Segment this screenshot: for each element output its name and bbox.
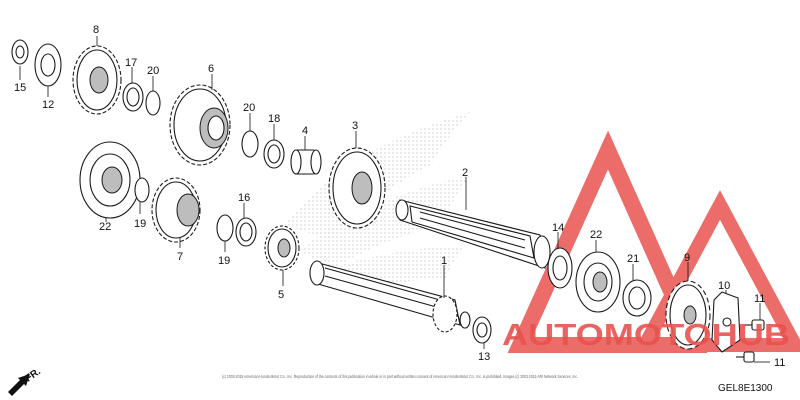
callout-20: 20 [147, 65, 159, 77]
callout-22-b: 22 [590, 229, 602, 241]
callout-15: 15 [14, 82, 26, 94]
part-14-seal[interactable] [547, 247, 573, 289]
callout-labels: 15 12 8 17 20 6 20 18 4 3 2 22 19 7 16 1… [14, 24, 785, 369]
part-1-mainshaft[interactable] [309, 260, 471, 333]
callout-19-b: 19 [218, 255, 230, 267]
part-11-bolt-b[interactable] [736, 351, 755, 363]
part-19-circlip[interactable] [134, 177, 150, 203]
part-22-bearing-b[interactable] [575, 251, 621, 313]
callout-22: 22 [99, 221, 111, 233]
part-4-bushing[interactable] [290, 149, 322, 175]
part-3-gear[interactable] [328, 147, 386, 229]
part-6-gear[interactable] [169, 84, 231, 166]
watermark-logo [507, 130, 800, 353]
part-10-plate[interactable] [711, 291, 741, 353]
callout-19: 19 [134, 218, 146, 230]
part-2-countershaft[interactable] [395, 199, 551, 269]
copyright-text: (c) 2003-2015 American Honda Motor Co., … [222, 374, 578, 379]
callout-1: 1 [441, 255, 447, 267]
part-22-bearing[interactable] [79, 141, 141, 219]
callout-9: 9 [684, 252, 690, 264]
part-12-washer[interactable] [34, 43, 62, 87]
part-16-washer[interactable] [235, 217, 257, 247]
callout-6: 6 [208, 63, 214, 75]
callout-2: 2 [462, 167, 468, 179]
callout-12: 12 [42, 99, 54, 111]
callout-3: 3 [352, 120, 358, 132]
callout-18: 18 [268, 113, 280, 125]
callout-11-b: 11 [774, 357, 785, 369]
part-21-bearing[interactable] [622, 279, 652, 317]
part-18-washer[interactable] [263, 139, 285, 169]
part-15-washer[interactable] [11, 39, 29, 65]
callout-8: 8 [93, 24, 99, 36]
part-19-circlip-b[interactable] [216, 214, 234, 242]
diagram-code: GEL8E1300 [718, 383, 773, 394]
callout-5: 5 [278, 289, 284, 301]
leader-lines [19, 36, 770, 363]
callout-20-b: 20 [243, 102, 255, 114]
watermark-text: AUTOMOTOHUB [502, 317, 790, 352]
callout-17: 17 [125, 57, 137, 69]
part-9-sprocket[interactable] [665, 280, 711, 350]
callout-21: 21 [627, 253, 639, 265]
callout-4: 4 [302, 125, 308, 137]
callout-7: 7 [177, 251, 183, 263]
direction-arrow-icon [8, 374, 30, 396]
part-8-gear[interactable] [72, 45, 122, 115]
callout-11: 11 [754, 293, 765, 305]
part-17-washer[interactable] [122, 82, 144, 112]
callout-14: 14 [552, 222, 564, 234]
part-11-bolt-a[interactable] [745, 319, 765, 331]
front-direction-indicator: FR. [8, 366, 43, 396]
part-20-circlip-b[interactable] [241, 130, 259, 158]
part-7-gear[interactable] [151, 177, 201, 243]
callout-10: 10 [718, 280, 730, 292]
part-5-gear[interactable] [264, 225, 300, 271]
callout-16: 16 [238, 192, 250, 204]
callout-13: 13 [478, 351, 490, 363]
part-13-washer[interactable] [472, 316, 492, 344]
part-20-circlip[interactable] [145, 90, 161, 116]
